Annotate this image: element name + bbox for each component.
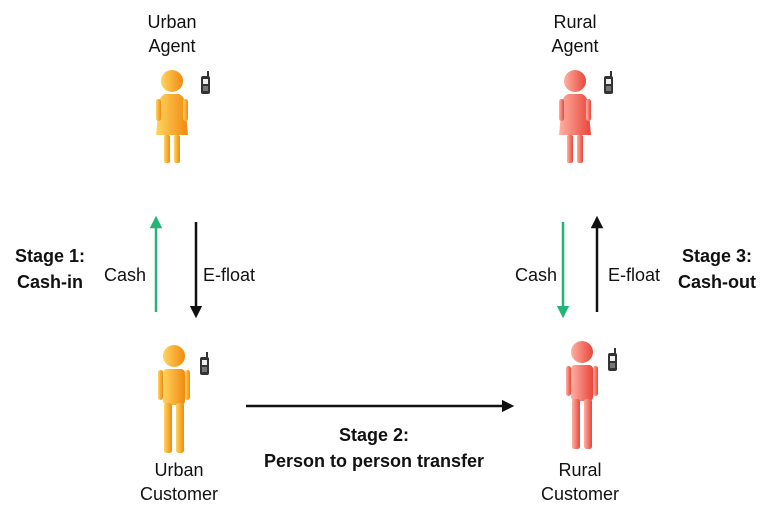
stage3-cash-label: Cash	[515, 265, 557, 285]
rural-agent-label-1: Rural	[553, 12, 596, 32]
person-icon	[559, 70, 591, 163]
rural-customer-label-2: Customer	[541, 484, 619, 504]
person-icon	[566, 341, 598, 449]
person-icon	[158, 345, 190, 453]
rural-agent-label-2: Agent	[551, 36, 598, 56]
stage3-subtitle: Cash-out	[678, 272, 756, 292]
rural-agent: Rural Agent	[551, 12, 613, 163]
urban-customer: Urban Customer	[140, 345, 218, 504]
rural-customer: Rural Customer	[541, 341, 619, 504]
stage3-title: Stage 3:	[682, 246, 752, 266]
stage1-cash-label: Cash	[104, 265, 146, 285]
stage1-title: Stage 1:	[15, 246, 85, 266]
stage2-subtitle: Person to person transfer	[264, 451, 484, 471]
stage1-efloat-label: E-float	[203, 265, 255, 285]
mobile-phone-icon	[201, 71, 210, 94]
urban-agent-label-1: Urban	[147, 12, 196, 32]
person-icon	[156, 70, 188, 163]
stage1-subtitle: Cash-in	[17, 272, 83, 292]
mobile-phone-icon	[608, 348, 617, 371]
rural-customer-label-1: Rural	[558, 460, 601, 480]
urban-agent: Urban Agent	[147, 12, 210, 163]
urban-customer-label-1: Urban	[154, 460, 203, 480]
mobile-phone-icon	[604, 71, 613, 94]
mobile-phone-icon	[200, 352, 209, 375]
urban-agent-label-2: Agent	[148, 36, 195, 56]
urban-customer-label-2: Customer	[140, 484, 218, 504]
stage3-efloat-label: E-float	[608, 265, 660, 285]
stage2-title: Stage 2:	[339, 425, 409, 445]
